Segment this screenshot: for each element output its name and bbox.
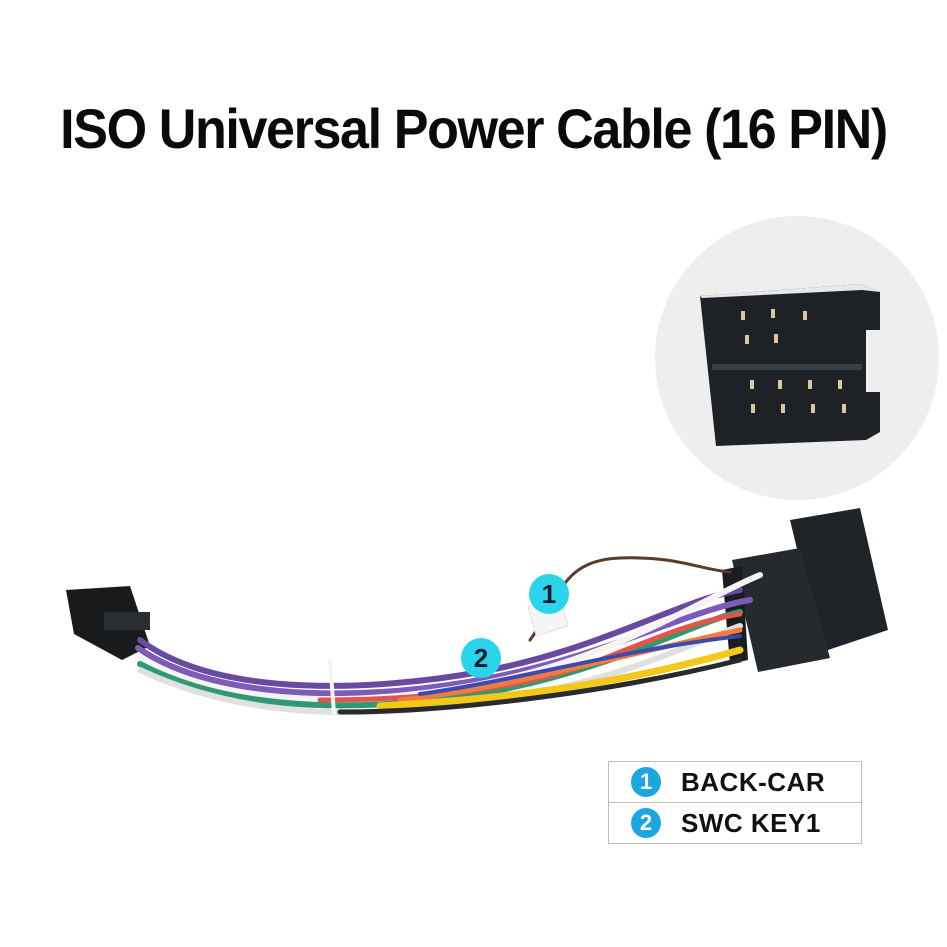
iso-connector <box>722 508 888 672</box>
number-badge-icon: 1 <box>631 767 661 797</box>
wire-bundle <box>133 556 763 716</box>
callout-2: 2 <box>461 638 501 678</box>
page-title: ISO Universal Power Cable (16 PIN) <box>60 97 888 160</box>
number-badge-icon: 2 <box>631 808 661 838</box>
legend-row-back-car: 1 BACK-CAR <box>609 762 861 803</box>
legend-table: 1 BACK-CAR 2 SWC KEY1 <box>608 761 862 844</box>
legend-row-swc-key1: 2 SWC KEY1 <box>609 803 861 843</box>
legend-label: BACK-CAR <box>681 766 826 797</box>
small-connector <box>66 586 150 660</box>
callout-1: 1 <box>529 574 569 614</box>
legend-label: SWC KEY1 <box>681 807 821 838</box>
connector-inset <box>655 216 939 500</box>
